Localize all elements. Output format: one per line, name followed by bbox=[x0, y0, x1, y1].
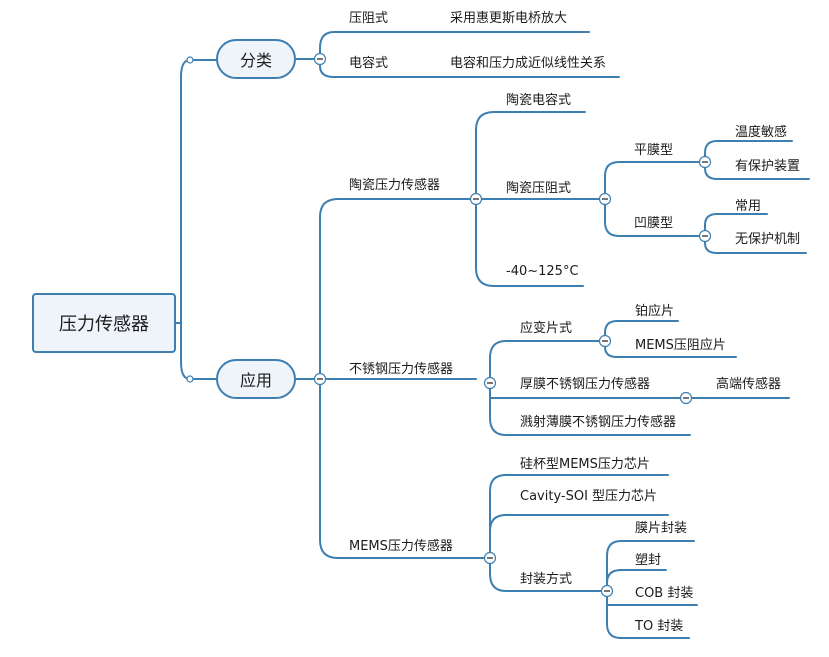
collapse-toggles bbox=[313, 52, 712, 598]
connector-silicon-cup bbox=[489, 474, 669, 559]
node-sputtered[interactable]: 溅射薄膜不锈钢压力传感器 bbox=[520, 415, 677, 430]
node-cob-pkg[interactable]: COB 封装 bbox=[635, 586, 694, 601]
connector-ceramic-capacitive bbox=[475, 111, 586, 200]
connector-ceramic-temp-range bbox=[475, 198, 584, 287]
node-capacitive-note[interactable]: 电容和压力成近似线性关系 bbox=[450, 56, 607, 71]
node-cavity-soi[interactable]: Cavity-SOI 型压力芯片 bbox=[520, 489, 658, 504]
connector-packaging bbox=[489, 557, 608, 592]
node-to-pkg[interactable]: TO 封装 bbox=[635, 619, 684, 634]
connector-plastic-pkg bbox=[606, 569, 667, 592]
node-application[interactable]: 应用 bbox=[216, 359, 296, 399]
node-membrane-pkg[interactable]: 膜片封装 bbox=[635, 521, 688, 536]
connector-root-to-application bbox=[180, 322, 217, 380]
node-concave-membrane[interactable]: 凹膜型 bbox=[634, 216, 674, 231]
node-no-protection[interactable]: 无保护机制 bbox=[735, 232, 801, 247]
connector-app-mems bbox=[319, 378, 491, 559]
connector-sputtered bbox=[489, 382, 691, 436]
connector-app-ceramic bbox=[295, 198, 477, 380]
node-piezoresistive[interactable]: 压阻式 bbox=[349, 11, 389, 26]
connector-classification-capacitive bbox=[319, 58, 421, 78]
node-silicon-cup[interactable]: 硅杯型MEMS压力芯片 bbox=[520, 457, 650, 472]
connector-classification-piezoresistive bbox=[295, 31, 421, 60]
collapse-icon[interactable] bbox=[313, 372, 327, 386]
node-classification[interactable]: 分类 bbox=[216, 39, 296, 79]
connector-to-pkg bbox=[606, 590, 690, 639]
junction-dot bbox=[186, 56, 194, 64]
collapse-icon[interactable] bbox=[483, 551, 497, 565]
node-thick-film[interactable]: 厚膜不锈钢压力传感器 bbox=[520, 377, 651, 392]
node-packaging[interactable]: 封装方式 bbox=[520, 572, 573, 587]
connector-membrane-pkg bbox=[606, 540, 695, 592]
node-common[interactable]: 常用 bbox=[735, 199, 762, 214]
root-node[interactable]: 压力传感器 bbox=[32, 293, 176, 353]
node-capacitive[interactable]: 电容式 bbox=[349, 56, 389, 71]
collapse-icon[interactable] bbox=[598, 192, 612, 206]
node-platinum-strain[interactable]: 铂应片 bbox=[635, 304, 675, 319]
node-strain-gauge[interactable]: 应变片式 bbox=[520, 321, 573, 336]
connector-common bbox=[704, 213, 768, 237]
connector-no-protection bbox=[704, 235, 807, 254]
connector-flat-membrane bbox=[604, 161, 706, 200]
node-piezoresistive-note[interactable]: 采用惠更斯电桥放大 bbox=[450, 11, 568, 26]
node-flat-membrane[interactable]: 平膜型 bbox=[634, 143, 674, 158]
node-ceramic-piezoresistive[interactable]: 陶瓷压阻式 bbox=[506, 181, 572, 196]
connector-root-to-classification bbox=[175, 59, 217, 324]
connector-concave-membrane bbox=[604, 198, 706, 237]
collapse-icon[interactable] bbox=[483, 376, 497, 390]
collapse-icon[interactable] bbox=[698, 155, 712, 169]
connector-platinum-strain bbox=[604, 320, 679, 342]
node-plastic-pkg[interactable]: 塑封 bbox=[635, 553, 662, 568]
junction-dot bbox=[186, 375, 194, 383]
node-temp-sensitive[interactable]: 温度敏感 bbox=[735, 125, 788, 140]
collapse-icon[interactable] bbox=[679, 391, 693, 405]
connector-cavity-soi bbox=[489, 514, 669, 559]
collapse-icon[interactable] bbox=[600, 584, 614, 598]
connector-strain-gauge bbox=[489, 340, 606, 384]
collapse-icon[interactable] bbox=[469, 192, 483, 206]
node-ceramic-sensor[interactable]: 陶瓷压力传感器 bbox=[349, 178, 441, 193]
node-ceramic-capacitive[interactable]: 陶瓷电容式 bbox=[506, 93, 572, 108]
node-high-end[interactable]: 高端传感器 bbox=[716, 377, 782, 392]
node-temp-range[interactable]: -40~125°C bbox=[506, 264, 579, 279]
collapse-icon[interactable] bbox=[313, 52, 327, 66]
node-mems-sensor[interactable]: MEMS压力传感器 bbox=[349, 539, 453, 554]
node-mems-strain[interactable]: MEMS压阻应片 bbox=[635, 338, 726, 353]
node-stainless-sensor[interactable]: 不锈钢压力传感器 bbox=[349, 362, 454, 377]
collapse-icon[interactable] bbox=[598, 334, 612, 348]
collapse-icon[interactable] bbox=[698, 229, 712, 243]
connector-temp-sensitive bbox=[704, 140, 793, 163]
node-with-protection[interactable]: 有保护装置 bbox=[735, 159, 801, 174]
